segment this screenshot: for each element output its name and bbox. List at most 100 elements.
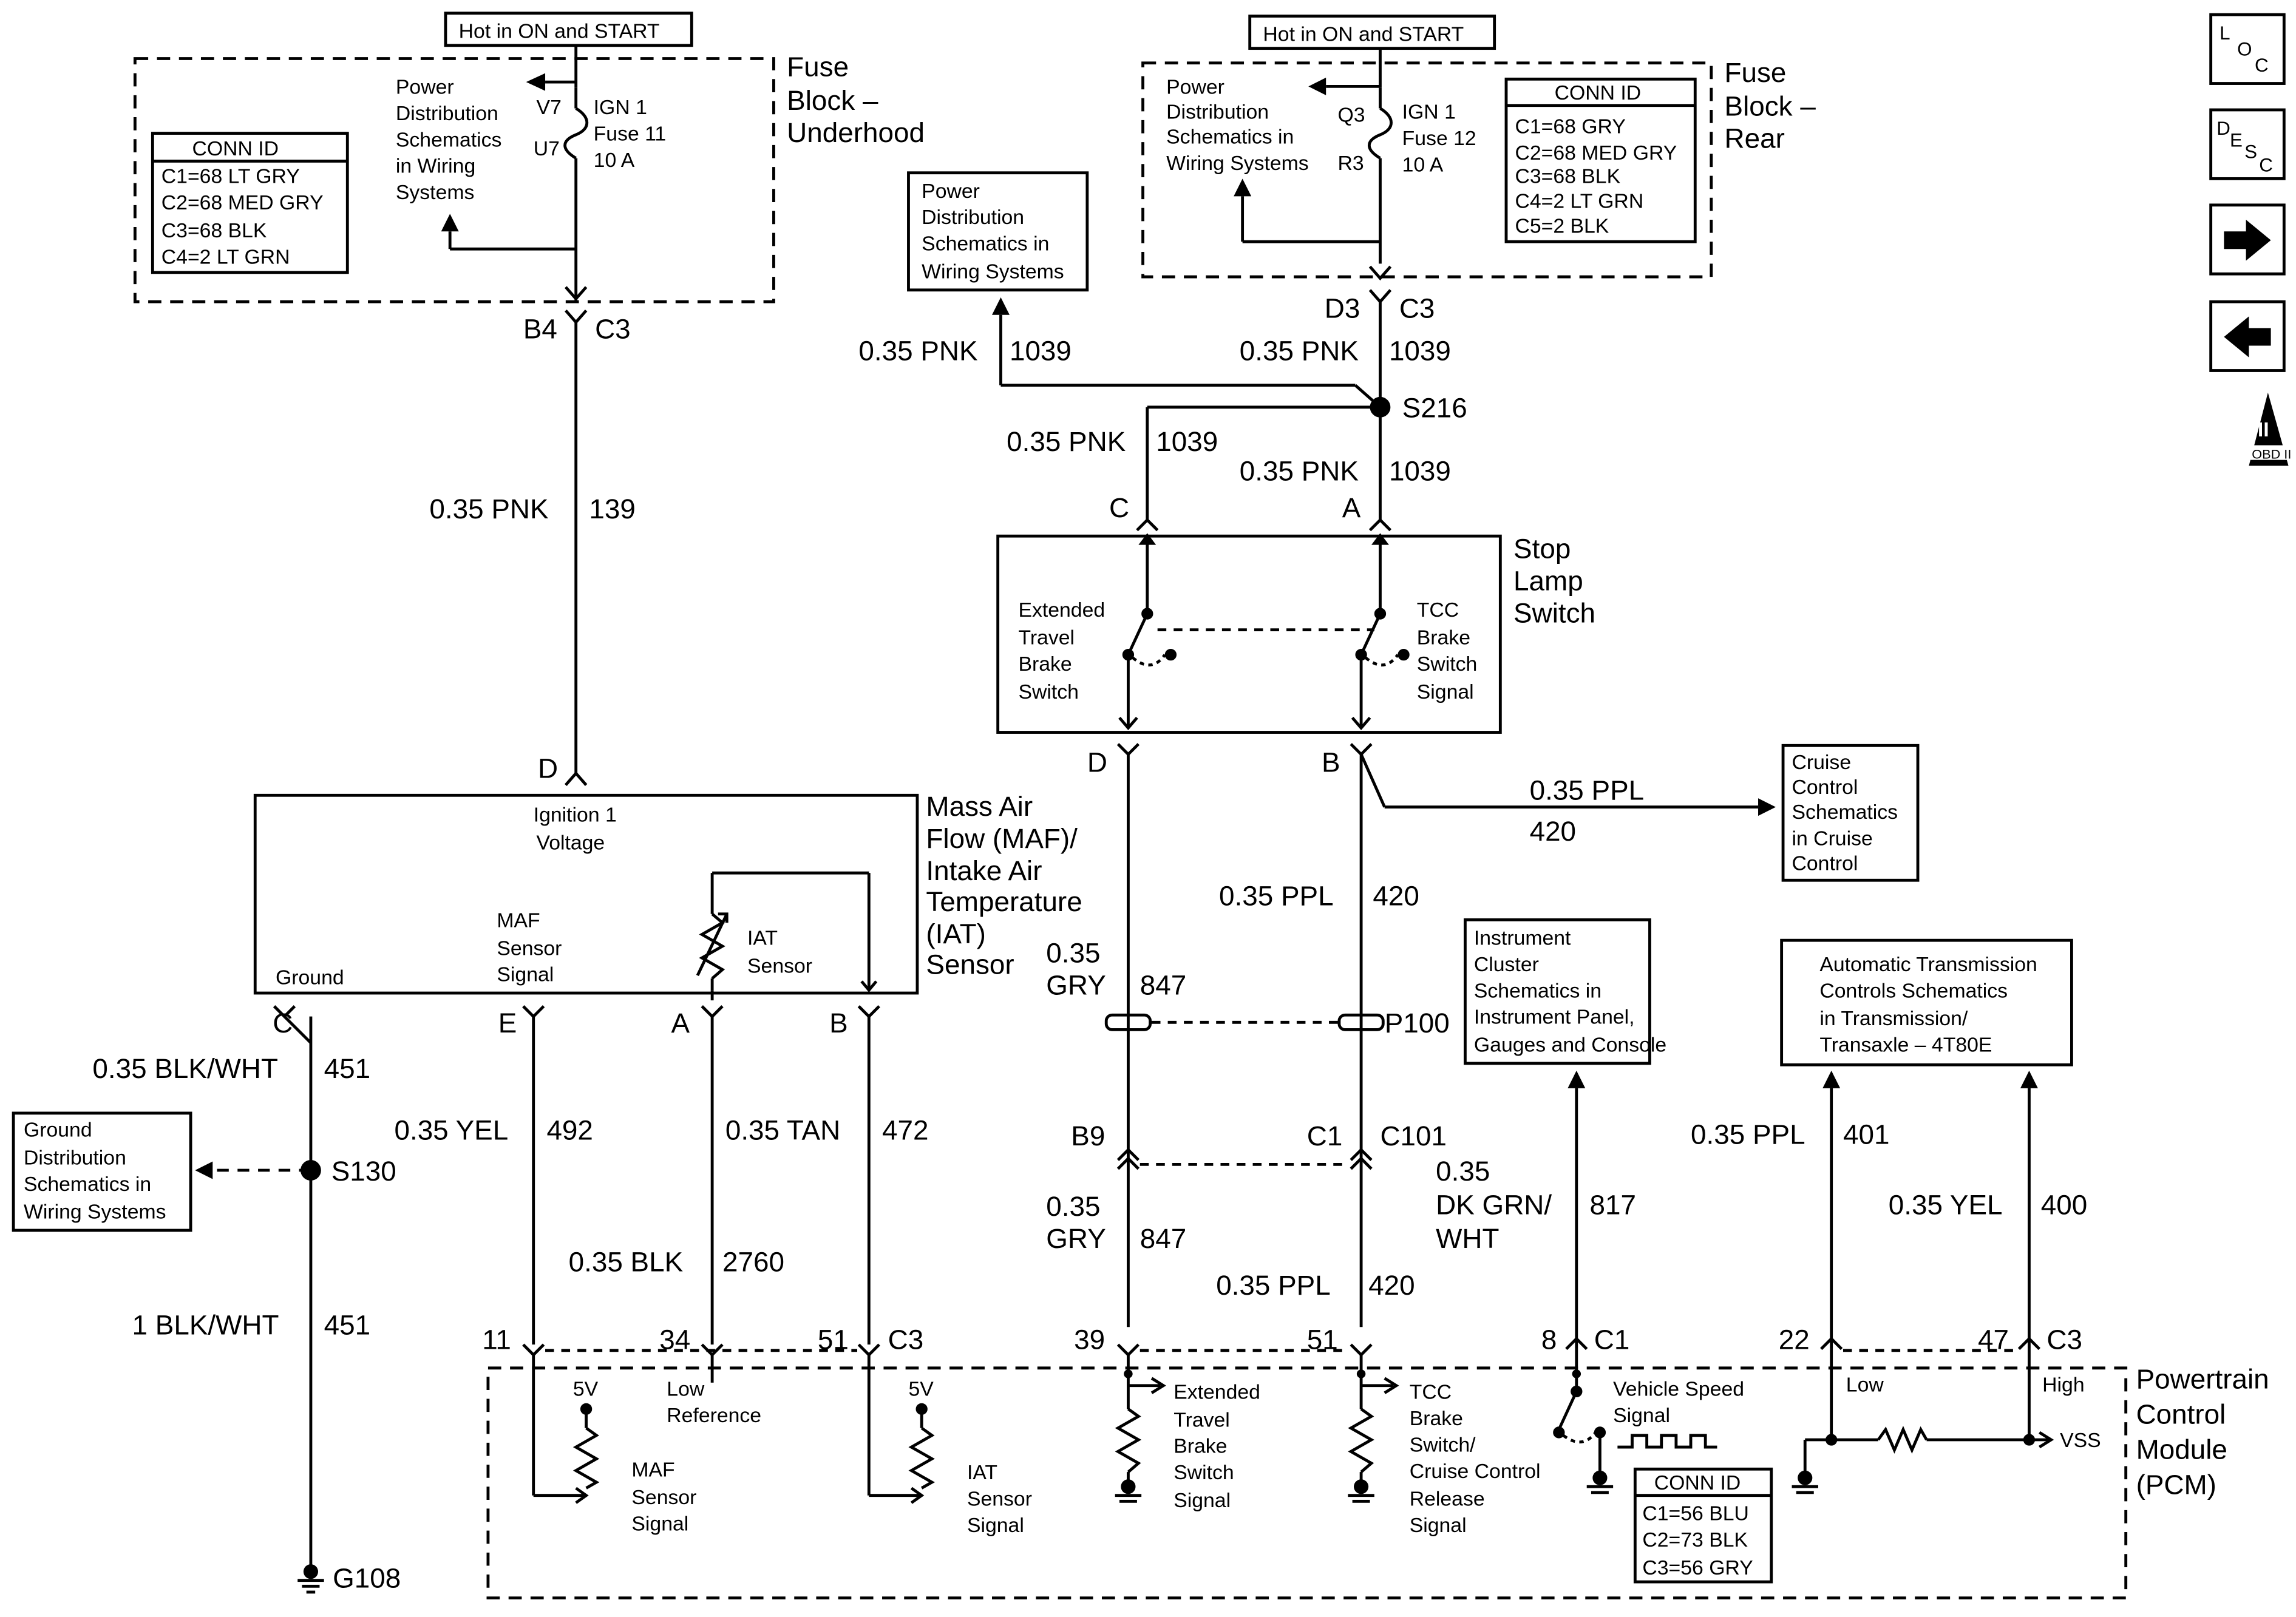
pcm-low: Low <box>1846 1373 1884 1396</box>
svg-text:D: D <box>2216 118 2230 139</box>
pcm-title: Powertrain Control Module (PCM) <box>2136 1364 2277 1500</box>
maf-sensor-signal-label: MAF Sensor Signal <box>497 909 567 986</box>
pcm-vss: VSS <box>2060 1429 2101 1452</box>
wire-847-a-num: 847 <box>1140 969 1186 1000</box>
trans-box-label: Automatic Transmission Controls Schemati… <box>1819 953 2043 1057</box>
svg-text:II: II <box>2258 418 2269 441</box>
pcm-pin-c3b: C3 <box>2046 1324 2082 1355</box>
pcm-pin-c3a: C3 <box>888 1324 924 1355</box>
maf-title: Mass Air Flow (MAF)/ Intake Air Temperat… <box>926 791 1090 980</box>
hot-label-box-right <box>1248 15 1496 50</box>
pcm-pin-47: 47 <box>1978 1324 2009 1355</box>
pcm-5v-b: 5V <box>908 1378 934 1401</box>
conn-id-box-rear <box>1504 77 1697 243</box>
pin-u7: U7 <box>534 137 560 160</box>
wire-451-a-num: 451 <box>324 1053 370 1084</box>
pin-r3: R3 <box>1337 152 1364 175</box>
desc-button[interactable]: D E S C <box>2209 108 2286 180</box>
ground-box-label: Ground Distribution Schematics in Wiring… <box>24 1119 166 1224</box>
conn-a-maf: A <box>671 1008 690 1039</box>
wire-1039-d-gauge: 0.35 PNK <box>1240 455 1359 486</box>
wire-400-gauge: 0.35 YEL <box>1889 1189 2003 1220</box>
fuse-block-rear-frame <box>1141 61 1713 279</box>
stop-lamp-title: Stop Lamp Switch <box>1513 533 1595 628</box>
instrument-box-label: Instrument Cluster Schematics in Instrum… <box>1474 926 1666 1056</box>
pcm-pin-c1: C1 <box>1594 1324 1630 1355</box>
pcm-pin-22: 22 <box>1779 1324 1810 1355</box>
wire-817-gauge: 0.35 DK GRN/ WHT <box>1436 1156 1560 1254</box>
arrow-right-icon <box>2224 219 2271 261</box>
conn-id-underhood-list: C1=68 LT GRY C2=68 MED GRY C3=68 BLK C4=… <box>161 165 329 269</box>
fuse-12-label: IGN 1 Fuse 12 10 A <box>1402 100 1482 176</box>
wire-847-b-num: 847 <box>1140 1223 1186 1254</box>
wire-847-b-gauge: 0.35 GRY <box>1046 1191 1108 1254</box>
stop-lamp-switch-box <box>996 534 1502 734</box>
fuse-11-symbol <box>563 107 588 160</box>
power-dist-underhood: Power Distribution Schematics in Wiring … <box>396 75 508 204</box>
wire-420-a-num: 420 <box>1530 816 1576 847</box>
pcm-pin-39: 39 <box>1074 1324 1105 1355</box>
wire-451-a-gauge: 0.35 BLK/WHT <box>92 1053 278 1084</box>
fuse-block-underhood-title: Fuse Block – Underhood <box>787 51 925 148</box>
wire-401-gauge: 0.35 PPL <box>1691 1119 1805 1150</box>
pcm-iat-signal: IAT Sensor Signal <box>967 1461 1038 1537</box>
wire-400-num: 400 <box>2041 1189 2087 1220</box>
maf-ground-label: Ground <box>276 966 344 989</box>
fuse-block-underhood-frame <box>133 57 775 303</box>
connector-p100: P100 <box>1385 1008 1450 1039</box>
svg-text:C: C <box>2255 55 2269 76</box>
conn-c3-right: C3 <box>1399 293 1435 324</box>
conn-b4: B4 <box>523 313 557 344</box>
pin-v7: V7 <box>537 96 562 119</box>
svg-text:S: S <box>2244 141 2257 163</box>
conn-c1: C1 <box>1307 1120 1343 1151</box>
wire-139-num: 139 <box>589 493 635 524</box>
conn-b-stop: B <box>1322 747 1340 778</box>
conn-b-maf: B <box>829 1008 848 1039</box>
loc-button[interactable]: L O C <box>2209 13 2286 85</box>
conn-a-stop: A <box>1342 492 1361 523</box>
pcm-tcc-signal: TCC Brake Switch/ Cruise Control Release… <box>1410 1380 1546 1537</box>
obd-ii-button[interactable]: II OBD II <box>2249 392 2291 466</box>
conn-id-rear-title: CONN ID <box>1555 81 1642 104</box>
wire-139-gauge: 0.35 PNK <box>429 493 549 524</box>
next-arrow-button[interactable] <box>2209 203 2286 276</box>
pcm-low-ref: Low Reference <box>667 1378 761 1427</box>
wire-2760-gauge: 0.35 BLK <box>569 1247 684 1278</box>
conn-id-underhood-title: CONN ID <box>192 137 279 160</box>
transmission-controls-box <box>1780 938 2073 1066</box>
splice-s216: S216 <box>1402 393 1467 424</box>
conn-id-rear-list: C1=68 GRY C2=68 MED GRY C3=68 BLK C4=2 L… <box>1515 115 1682 238</box>
svg-text:L: L <box>2220 22 2230 44</box>
wire-847-a-gauge: 0.35 GRY <box>1046 937 1108 1000</box>
pcm-5v-a: 5V <box>573 1378 599 1401</box>
power-dist-box-label: Power Distribution Schematics in Wiring … <box>922 180 1064 283</box>
svg-text:OBD II: OBD II <box>2252 446 2291 461</box>
wire-1039-b-num: 1039 <box>1389 336 1451 367</box>
pcm-pin-11: 11 <box>482 1324 511 1355</box>
pcm-frame <box>486 1366 2128 1600</box>
stop-lamp-ext-label: Extended Travel Brake Switch <box>1018 598 1110 703</box>
pcm-conn-id-list: C1=56 BLU C2=73 BLK C3=56 GRY <box>1642 1502 1754 1579</box>
conn-e-maf: E <box>498 1008 517 1039</box>
wire-420-c-gauge: 0.35 PPL <box>1216 1270 1331 1301</box>
wire-472-num: 472 <box>882 1114 928 1145</box>
stop-lamp-tcc-label: TCC Brake Switch Signal <box>1417 598 1483 703</box>
pcm-pin-34: 34 <box>659 1324 690 1355</box>
wire-451-b-num: 451 <box>324 1309 370 1340</box>
ground-distribution-box <box>12 1111 192 1232</box>
pcm-pin-8: 8 <box>1541 1324 1557 1355</box>
conn-c-maf: C <box>273 1008 293 1039</box>
prev-arrow-button[interactable] <box>2209 300 2286 372</box>
wire-1039-a-num: 1039 <box>1010 336 1072 367</box>
arrow-left-icon <box>2224 316 2271 358</box>
power-dist-rear: Power Distribution Schematics in Wiring … <box>1166 75 1309 174</box>
wire-451-b-gauge: 1 BLK/WHT <box>132 1309 279 1340</box>
wire-401-num: 401 <box>1843 1119 1889 1150</box>
wire-492-gauge: 0.35 YEL <box>394 1114 508 1145</box>
conn-id-box-pcm <box>1633 1467 1773 1584</box>
svg-text:C: C <box>2259 154 2273 175</box>
pcm-maf-signal: MAF Sensor Signal <box>631 1458 702 1535</box>
conn-d-stop: D <box>1087 747 1107 778</box>
fuse-12-symbol <box>1368 107 1393 160</box>
